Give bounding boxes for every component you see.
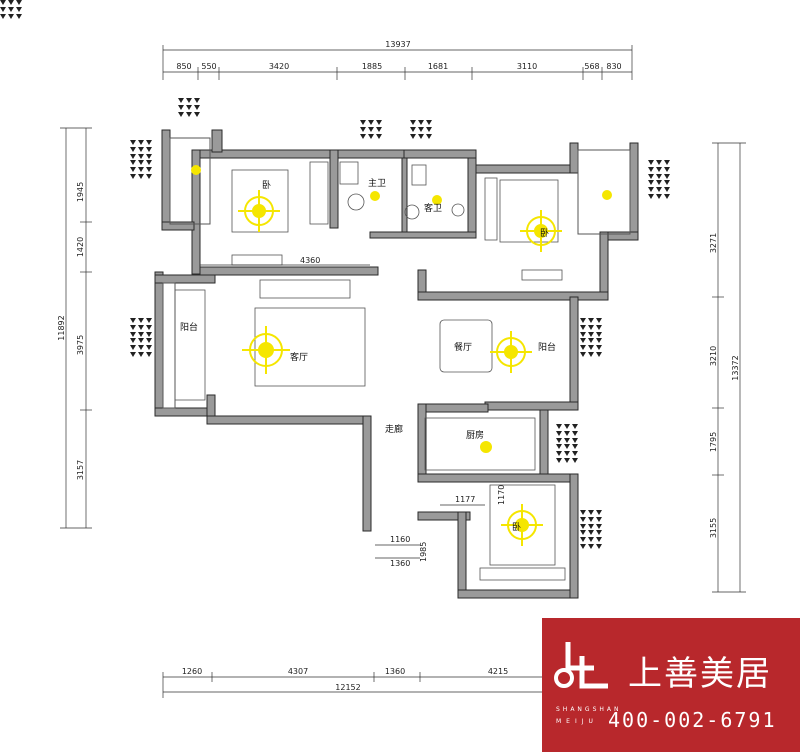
right-dim-2: 3210: [709, 346, 718, 366]
top-dim-1: 850: [176, 62, 191, 71]
right-dimension-chain: 3271 3210 1795 3155 13372: [709, 142, 746, 593]
brand-banner: 上善美居 SHANGSHAN MEIJU 400-002-6791: [542, 618, 800, 752]
inner-dim-1160: 1160: [390, 535, 410, 544]
inner-dim-1985: 1985: [419, 542, 428, 562]
bottom-dim-3: 1360: [385, 667, 405, 676]
room-label-master-bedroom: 卧: [262, 179, 271, 191]
room-label-master-bath: 主卫: [368, 177, 386, 189]
room-labels: 主卫 客卫 卧 卧 客厅 餐厅 厨房 走廊 阳台 阳台 卧: [180, 177, 556, 533]
balconies: [162, 137, 631, 409]
inner-dim-1170: 1170: [497, 485, 506, 505]
top-dim-6: 3110: [517, 62, 537, 71]
top-dimension-chain: 13937 850 550 3420 1885 1681 3110 568 83…: [162, 40, 633, 80]
room-label-second-bedroom: 卧: [540, 227, 549, 239]
top-dim-8: 830: [606, 62, 621, 71]
top-total-dim: 13937: [385, 40, 410, 49]
left-dim-1: 1945: [76, 182, 85, 202]
left-dimension-chain: 11892 1945 1420 3975 3157: [57, 127, 92, 529]
room-label-dining: 餐厅: [454, 341, 472, 353]
brand-logo-icon: [554, 642, 608, 689]
inner-dim-1360: 1360: [390, 559, 410, 568]
left-dim-2: 1420: [76, 237, 85, 257]
top-dim-3: 3420: [269, 62, 289, 71]
right-total-dim: 13372: [731, 355, 740, 380]
bottom-dim-4: 4215: [488, 667, 508, 676]
right-dim-3: 1795: [709, 432, 718, 452]
airflow-arrows: [0, 0, 670, 549]
bottom-dim-1: 1260: [182, 667, 202, 676]
room-label-corridor: 走廊: [385, 423, 403, 435]
room-label-kitchen: 厨房: [466, 429, 484, 441]
inner-dim-4360: 4360: [300, 256, 320, 265]
brand-pinyin-top: SHANGSHAN: [556, 706, 622, 713]
brand-phone: 400-002-6791: [608, 708, 777, 732]
left-dim-3: 3975: [76, 335, 85, 355]
top-dim-5: 1681: [428, 62, 448, 71]
bottom-total-dim: 12152: [335, 683, 360, 692]
top-dim-2: 550: [201, 62, 216, 71]
light-markers: [191, 165, 612, 546]
room-label-balcony-left: 阳台: [180, 321, 198, 333]
left-dim-4: 3157: [76, 460, 85, 480]
top-dim-7: 568: [584, 62, 599, 71]
bottom-dimension-chain: 1260 4307 1360 4215 12152: [162, 667, 542, 698]
bottom-dim-2: 4307: [288, 667, 308, 676]
room-label-living: 客厅: [290, 351, 308, 363]
furniture: [174, 161, 566, 581]
inner-dimensions: 4360 1177 1170 1160 1360 1985: [200, 256, 506, 568]
inner-dim-1177: 1177: [455, 495, 475, 504]
top-dim-4: 1885: [362, 62, 382, 71]
brand-pinyin-bottom: MEIJU: [556, 718, 598, 725]
room-label-small-bedroom: 卧: [512, 521, 521, 533]
right-dim-4: 3155: [709, 518, 718, 538]
left-total-dim: 11892: [57, 315, 66, 340]
walls: [154, 129, 639, 599]
room-label-guest-bath: 客卫: [424, 202, 442, 214]
brand-name: 上善美居: [628, 654, 772, 694]
room-label-balcony-right: 阳台: [538, 341, 556, 353]
right-dim-1: 3271: [709, 233, 718, 253]
